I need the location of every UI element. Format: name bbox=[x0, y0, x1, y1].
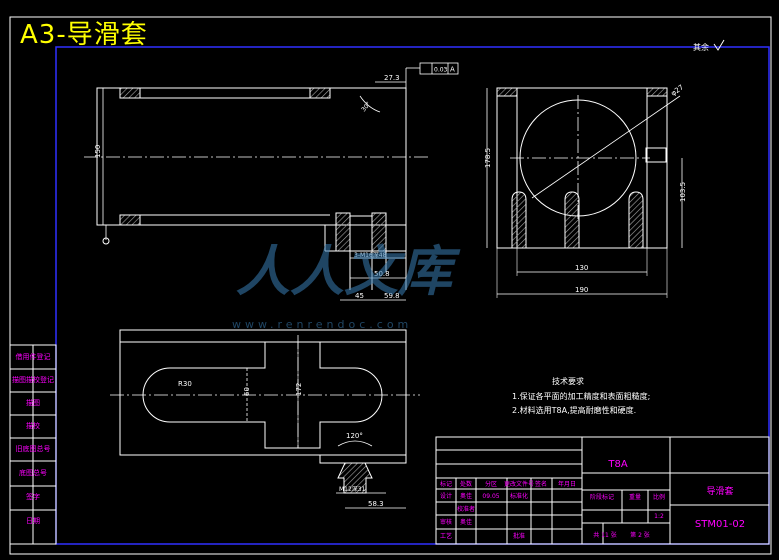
dim-150: 150 bbox=[94, 145, 102, 158]
dim-50-8: 50.8 bbox=[374, 270, 390, 278]
dim-r30: R30 bbox=[178, 380, 192, 388]
tb-check-name: 奥佳 bbox=[460, 518, 472, 526]
watermark-text: 人人文库 bbox=[236, 240, 461, 303]
roughness-note: 其余 bbox=[693, 42, 709, 52]
dim-120deg: 120° bbox=[346, 432, 363, 440]
strip-label: 签字 bbox=[26, 492, 40, 501]
strip-label: 描图描校登记 bbox=[12, 375, 54, 384]
strip-label: 描图 bbox=[26, 398, 40, 407]
roughness-symbol-icon bbox=[713, 39, 725, 51]
tb-stage-label: 阶段标记 bbox=[590, 493, 614, 501]
dim-190: 190 bbox=[575, 286, 588, 294]
side-view bbox=[496, 87, 668, 249]
tb-scale-value: 1:2 bbox=[654, 513, 664, 520]
angle-arc bbox=[359, 95, 381, 113]
tech-req-heading: 技术要求 bbox=[552, 376, 584, 386]
dim-59-8: 59.8 bbox=[384, 292, 400, 300]
dim-27-3: 27.3 bbox=[384, 74, 400, 82]
tb-design-name: 奥佳 bbox=[460, 492, 472, 500]
dim-60: 60 bbox=[243, 387, 251, 396]
tb-part-name: 导滑套 bbox=[706, 485, 733, 497]
outer-border bbox=[9, 16, 772, 555]
watermark: 人人文库 www.renrendoc.com bbox=[232, 240, 461, 331]
datum-a-icon bbox=[102, 237, 110, 245]
tb-material: T8A bbox=[607, 459, 627, 470]
dim-phi27: φ27 bbox=[670, 83, 686, 97]
strip-label: 描校 bbox=[26, 421, 40, 430]
angle-arc bbox=[337, 440, 373, 447]
dim-130: 130 bbox=[575, 264, 588, 272]
tb-header-col: 年月日 bbox=[558, 480, 576, 488]
tb-approve-name: 校准者 bbox=[457, 505, 475, 513]
dim-172: 172 bbox=[295, 383, 303, 396]
tb-approve-label: 批准 bbox=[513, 532, 525, 540]
tb-drawing-no: STM01-02 bbox=[695, 519, 745, 530]
tb-design-date: 09.05 bbox=[482, 493, 499, 500]
fcf-value: 0.03 bbox=[434, 67, 448, 74]
tb-header-col: 更改文件号 bbox=[504, 480, 534, 488]
front-section-view bbox=[96, 87, 407, 290]
tb-weight-label: 重量 bbox=[629, 493, 641, 501]
feature-control-frame bbox=[419, 62, 459, 75]
tb-header-col: 分区 bbox=[485, 480, 497, 488]
tb-std-label: 标准化 bbox=[510, 492, 528, 500]
strip-label: 借用件登记 bbox=[16, 352, 51, 361]
tb-scale-label: 比例 bbox=[653, 493, 665, 501]
tb-header-col: 标记 bbox=[440, 480, 452, 488]
dim-103-5: 103.5 bbox=[679, 182, 687, 202]
strip-label: 底图总号 bbox=[19, 468, 47, 477]
dim-58-3: 58.3 bbox=[368, 500, 384, 508]
strip-label: 日期 bbox=[26, 517, 40, 525]
left-registration-strip bbox=[9, 344, 57, 545]
fcf-datum: A bbox=[450, 66, 455, 74]
tb-check-label: 审核 bbox=[440, 518, 452, 526]
top-view bbox=[119, 329, 407, 456]
tech-req-line-2: 2.材料选用T8A,提高耐磨性和硬度. bbox=[512, 405, 636, 415]
title-block bbox=[435, 436, 770, 545]
tb-sheet-no: 第 2 张 bbox=[630, 531, 650, 539]
dim-m12: M12深31 bbox=[339, 485, 366, 493]
inner-frame bbox=[55, 46, 770, 545]
strip-label: 旧底图总号 bbox=[16, 444, 51, 453]
dim-45: 45 bbox=[355, 292, 364, 300]
tech-req-line-1: 1.保证各平面的加工精度和表面粗糙度; bbox=[512, 391, 650, 401]
tb-header-col: 处数 bbox=[460, 480, 472, 488]
diameter-leader bbox=[531, 95, 681, 199]
dim-178-5: 178.5 bbox=[484, 148, 492, 168]
tb-header-col: 签名 bbox=[535, 480, 547, 488]
dim-3-m16: 3-M16深48 bbox=[354, 251, 387, 259]
tb-design-label: 设计 bbox=[440, 492, 452, 500]
tb-total-sheets: 共 11 张 bbox=[593, 531, 616, 539]
tb-process-label: 工艺 bbox=[440, 532, 452, 540]
watermark-url: www.renrendoc.com bbox=[232, 318, 412, 331]
drawing-title: A3-导滑套 bbox=[20, 20, 148, 50]
